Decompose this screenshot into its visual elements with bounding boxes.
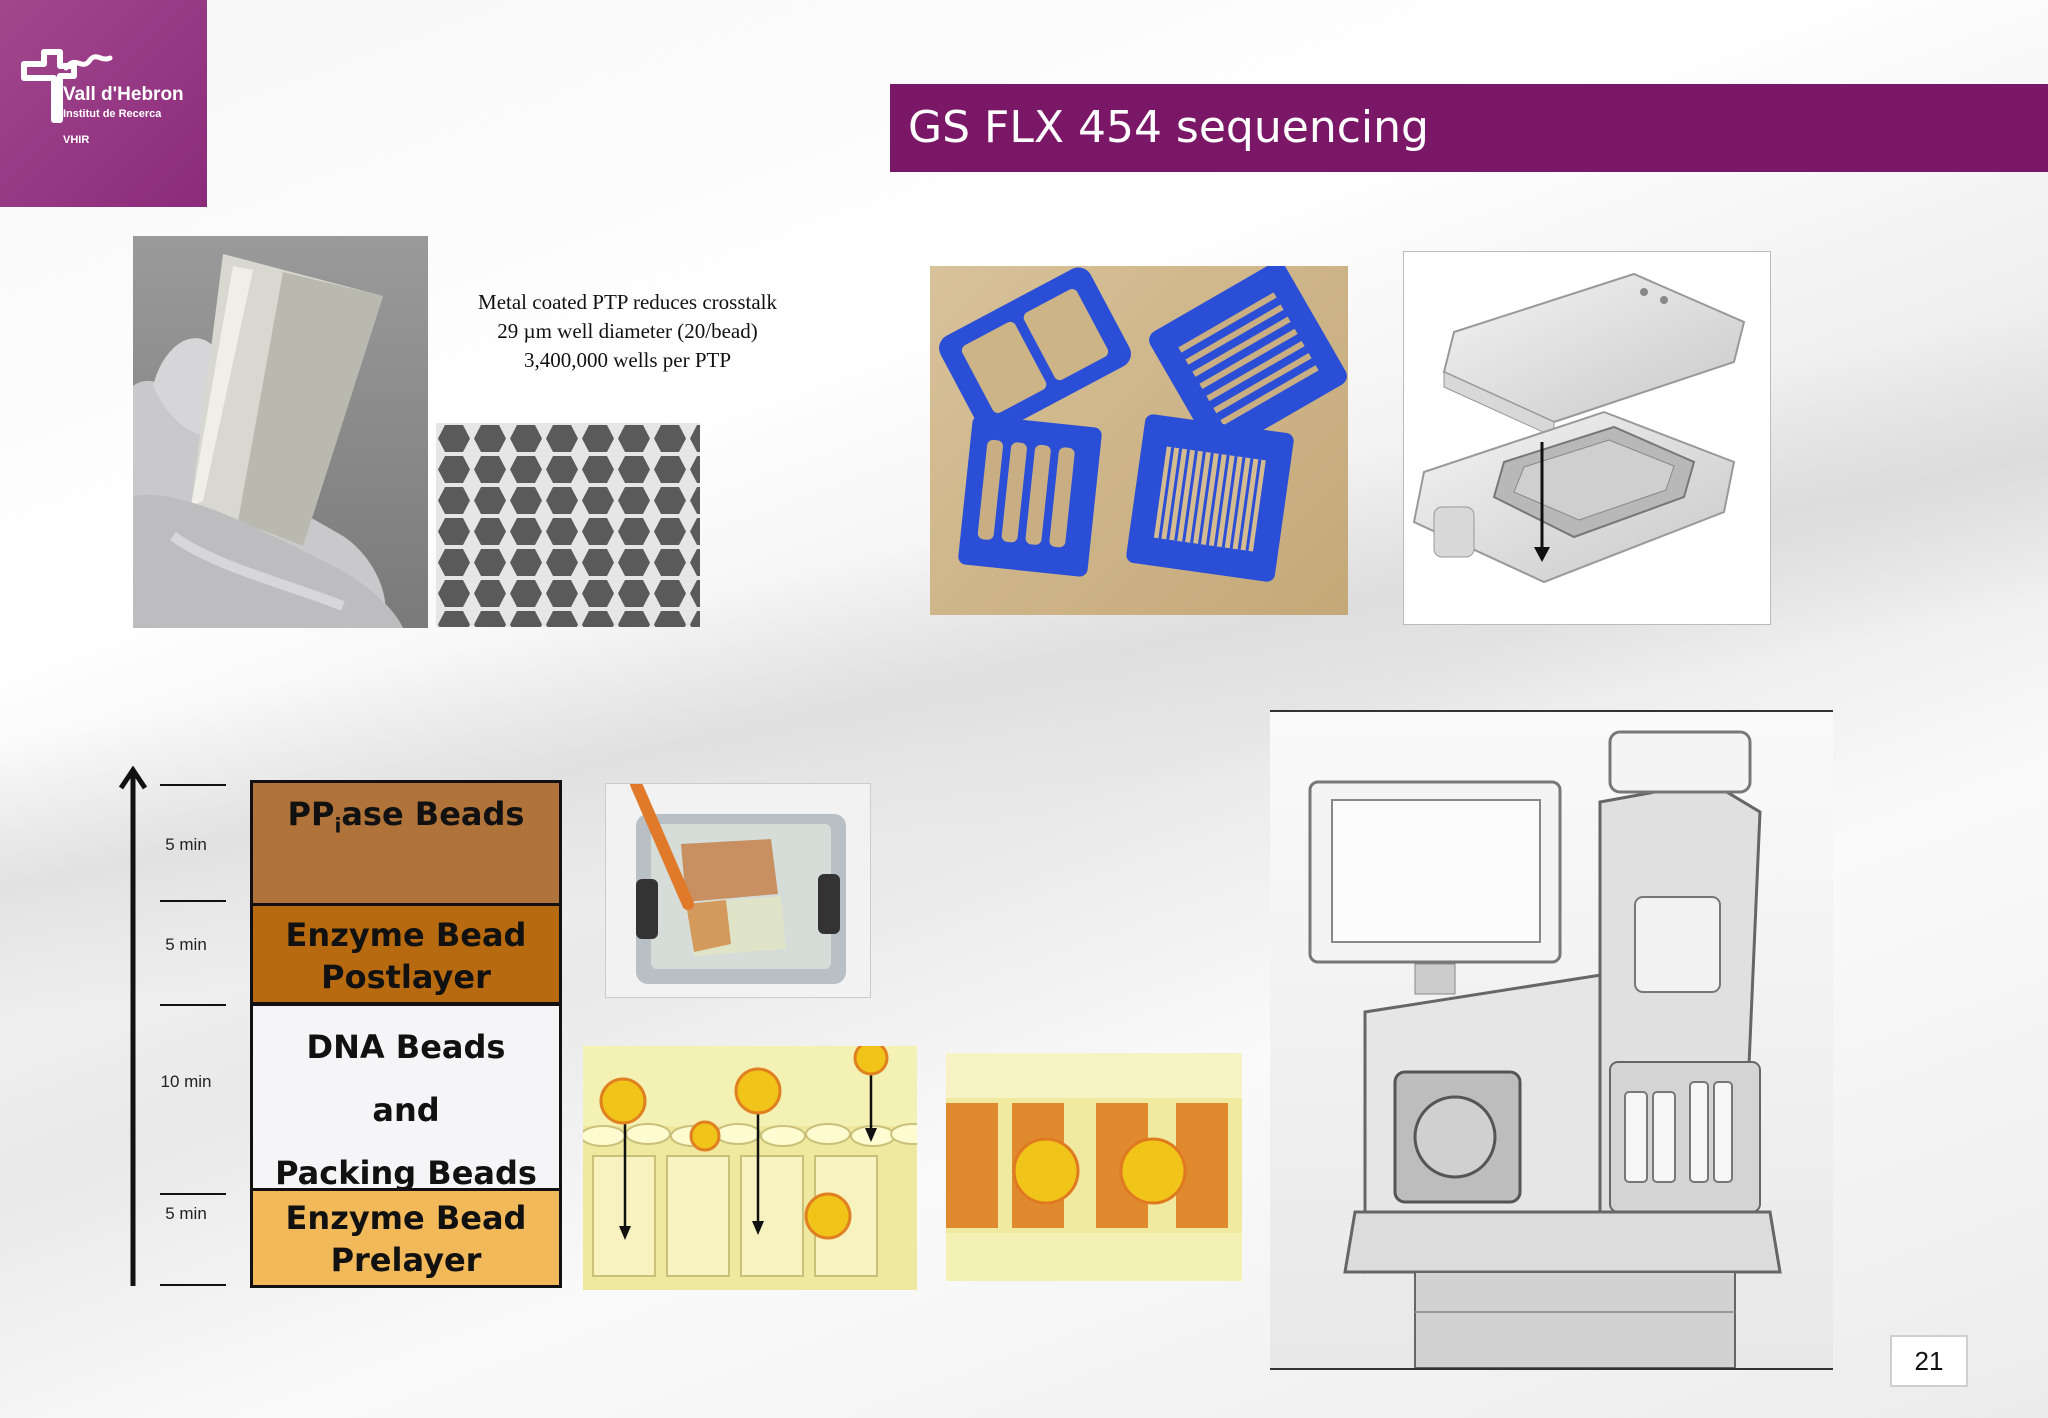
timeline-tick [160,784,226,786]
caption-line-2: 29 µm well diameter (20/bead) [497,319,758,343]
ptp-caption: Metal coated PTP reduces crosstalk 29 µm… [440,288,815,375]
timeline-tick [160,1004,226,1006]
logo-subtitle: Institut de Recerca [63,108,162,120]
layer-ppiase-beads: PPiase Beads [250,780,562,906]
postlayer-line-1: Enzyme Bead [285,916,527,954]
logo-cross-icon [21,49,113,123]
page-title: GS FLX 454 sequencing [908,102,1429,153]
layer-ppiase-post: ase Beads [341,795,525,833]
packed-wells-diagram [946,1053,1242,1281]
bead-loading-gaskets-photo [930,266,1348,615]
vhir-logo: Vall d'Hebron Institut de Recerca VHIR [0,0,207,207]
timeline-tick [160,900,226,902]
layer-dna-packing-beads: DNA Beads and Packing Beads [250,1003,562,1192]
dna-line-3: Packing Beads [275,1154,537,1192]
layer-ppiase-pre: PP [287,795,335,833]
gs-flx-instrument-illustration [1270,710,1833,1370]
postlayer-line-2: Postlayer [321,958,491,996]
prelayer-line-1: Enzyme Bead [285,1199,527,1237]
dna-line-1: DNA Beads [306,1028,506,1066]
timeline-label: 5 min [165,835,207,854]
layer-enzyme-postlayer: Enzyme Bead Postlayer [250,903,562,1005]
ptp-hand-photo [133,236,428,628]
timeline-label: 5 min [165,935,207,954]
timeline-tick [160,1193,226,1195]
prelayer-line-2: Prelayer [330,1241,482,1279]
title-bar: GS FLX 454 sequencing [890,84,2048,172]
well-micrograph [436,423,700,627]
caption-line-1: Metal coated PTP reduces crosstalk [478,290,777,314]
beads-into-wells-diagram [583,1046,917,1290]
layer-enzyme-prelayer: Enzyme Bead Prelayer [250,1188,562,1288]
timeline-tick [160,1284,226,1286]
dna-line-2: and [372,1091,440,1129]
time-arrow-icon [118,766,148,1286]
bead-loading-photo [605,783,871,998]
caption-line-3: 3,400,000 wells per PTP [523,348,732,372]
timeline-label: 5 min [165,1204,207,1223]
logo-name: Vall d'Hebron [63,84,184,105]
ptp-cassette-diagram [1403,251,1771,625]
layer-ppiase-sub: i [334,813,342,838]
page-number: 21 [1890,1335,1968,1387]
logo-acronym: VHIR [63,134,90,146]
timeline-label: 10 min [160,1072,212,1091]
